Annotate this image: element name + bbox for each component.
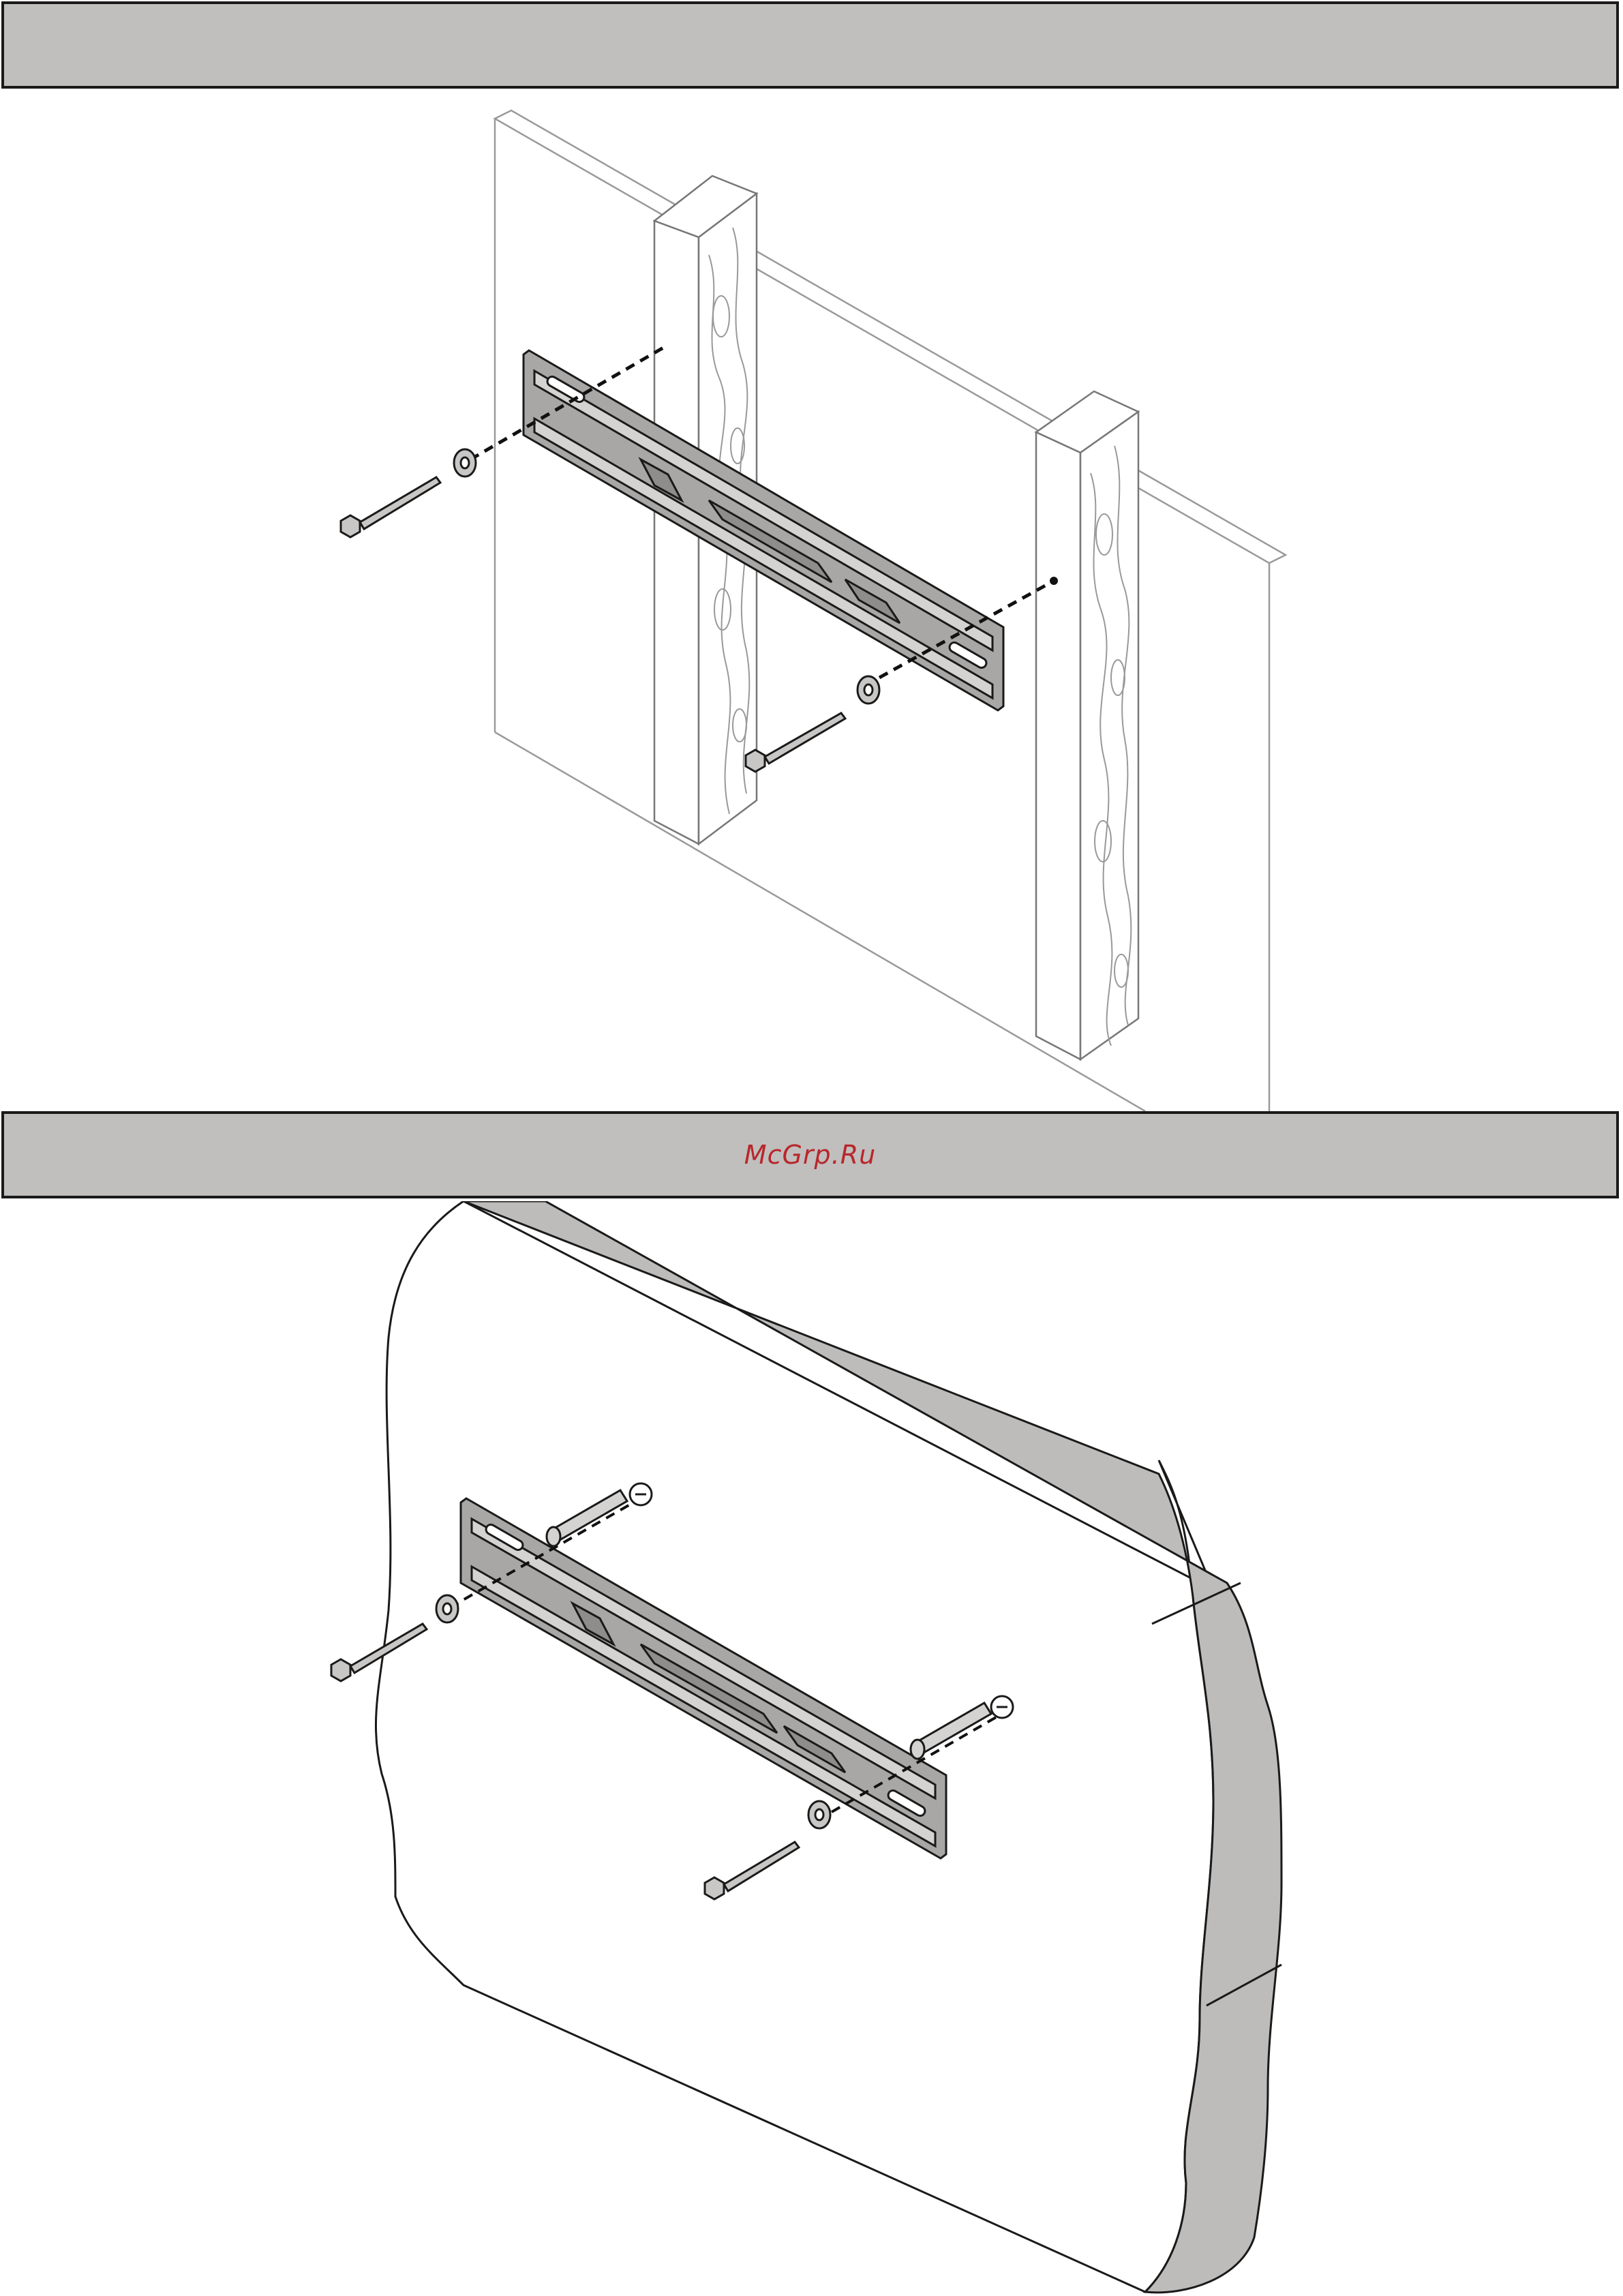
middle-bar: McGrp.Ru	[1, 1111, 1619, 1198]
drywall-top-edge	[495, 110, 1286, 563]
watermark-text: McGrp.Ru	[4, 1114, 1616, 1196]
hole-mark-right	[1050, 577, 1058, 585]
wood-stud-right	[1036, 391, 1138, 1059]
solid-wall-illustration	[0, 1201, 1623, 2296]
header-bar	[1, 1, 1619, 89]
wall-bracket	[524, 350, 1003, 710]
wood-stud-illustration	[0, 91, 1623, 1111]
